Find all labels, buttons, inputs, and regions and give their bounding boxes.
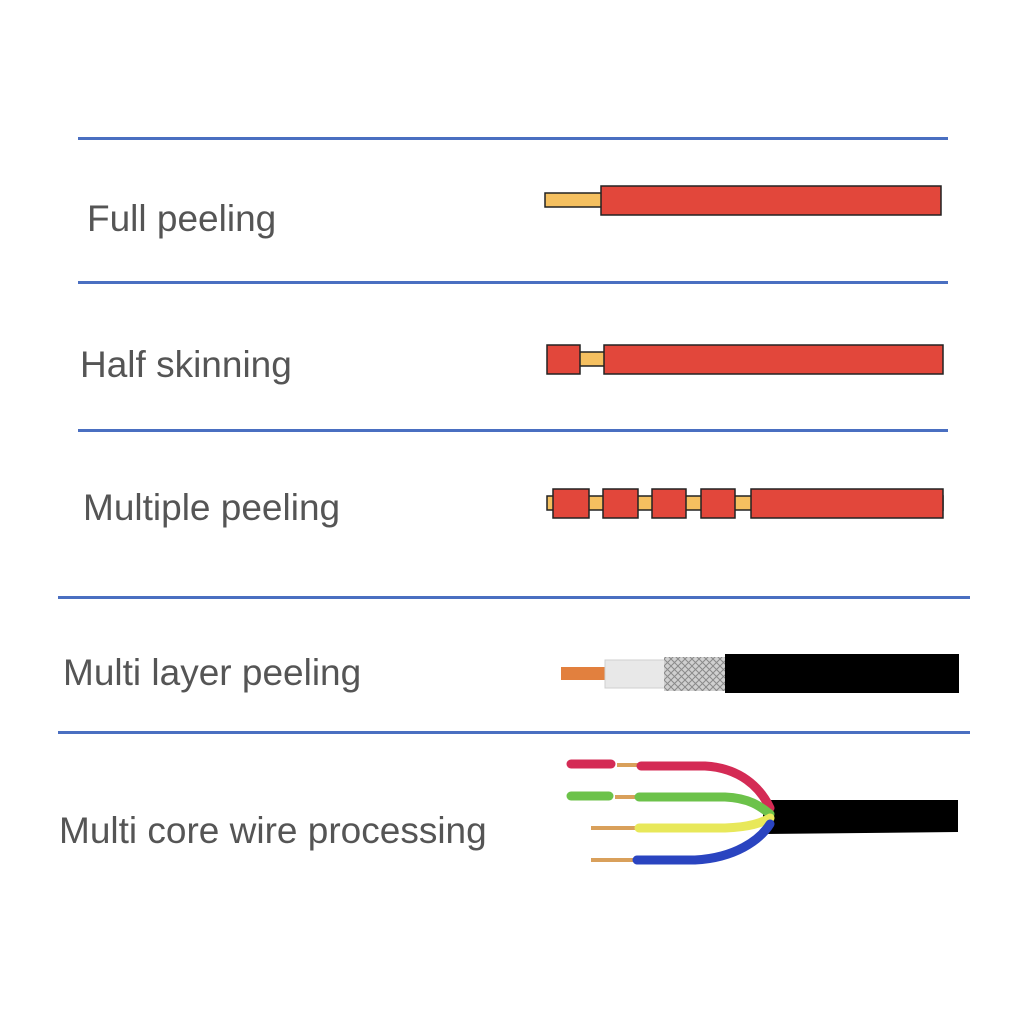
red-sheath xyxy=(600,185,942,216)
sheath-segment xyxy=(602,488,639,519)
half-skinning-wire-icon xyxy=(546,344,944,375)
red-sheath xyxy=(603,344,944,375)
sheath-segment xyxy=(651,488,687,519)
exposed-conductor xyxy=(544,192,604,208)
label-multiple-peeling: Multiple peeling xyxy=(83,487,341,528)
multi-core-cable-icon xyxy=(566,759,958,865)
coax-braided-shield xyxy=(664,657,728,691)
divider-row-2 xyxy=(78,429,948,432)
cable-outer-jacket xyxy=(763,800,958,834)
red-sheath xyxy=(750,488,944,519)
yellow-core-insulation xyxy=(634,813,775,833)
divider-row-4 xyxy=(58,731,970,734)
divider-row-3 xyxy=(58,596,970,599)
full-peeling-wire-icon xyxy=(544,185,942,216)
coax-outer-jacket xyxy=(725,654,959,693)
divider-row-1 xyxy=(78,281,948,284)
label-multi-layer-peeling: Multi layer peeling xyxy=(63,652,362,693)
label-multi-core-wire-processing: Multi core wire processing xyxy=(59,810,487,851)
coax-insulation xyxy=(604,659,668,689)
red-core-insulation xyxy=(636,761,775,813)
blue-core-insulation xyxy=(632,819,775,865)
divider-top xyxy=(78,137,948,140)
sheath-slug xyxy=(546,344,581,375)
multiple-peeling-wire-icon xyxy=(546,488,944,519)
coaxial-cable-icon xyxy=(561,654,959,693)
sheath-segment xyxy=(700,488,736,519)
coax-center-core xyxy=(561,667,609,680)
green-core-insulation xyxy=(634,792,775,819)
label-full-peeling: Full peeling xyxy=(87,198,277,239)
sheath-segment xyxy=(552,488,590,519)
label-half-skinning: Half skinning xyxy=(80,344,292,385)
